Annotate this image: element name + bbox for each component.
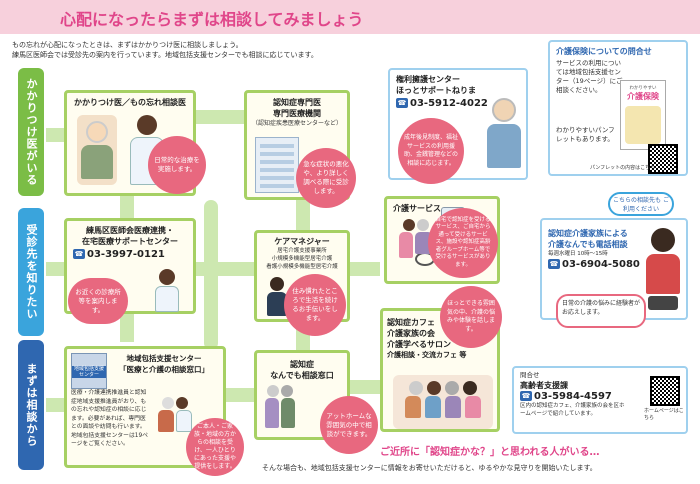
cafe-line-1: 介護家族の会 bbox=[387, 329, 435, 338]
kaigoservice-bubble: 自宅で認知症を受けるサービス、ご自宅から通って受けるサービス、施設や認知症高齢者… bbox=[428, 208, 498, 278]
arrow-connector bbox=[225, 388, 260, 402]
specialist-note: （認知症疾患医療センターなど） bbox=[251, 120, 342, 127]
patient-illustration bbox=[77, 115, 117, 185]
arrow-connector bbox=[120, 196, 134, 218]
houkatsu-building-illustration: 地域包括支援センター bbox=[71, 353, 107, 389]
insurance-pamphlet-caption: パンフレットの内容はこちら bbox=[590, 165, 656, 171]
neighbor-concern-title: ご近所に「認知症かな？」と思われる人がいる… bbox=[380, 447, 600, 458]
intro-line-2: 練馬区医師会では受診先の案内を行っています。地域包括支援センターでも相談に応じて… bbox=[12, 51, 318, 59]
arrow-connector bbox=[196, 110, 246, 124]
header-band bbox=[0, 0, 700, 34]
pamphlet-small-text: わかりやすい bbox=[629, 86, 657, 91]
kaigoservice-title: 介護サービス bbox=[393, 204, 441, 213]
houkatsu-subtitle: 「医療と介護の相談窓口」 bbox=[119, 365, 209, 374]
hospital-illustration bbox=[255, 137, 299, 193]
koureisha-label: 問合せ bbox=[520, 371, 540, 379]
kenri-phone-number: 03-5912-4022 bbox=[410, 98, 488, 109]
arrow-connector bbox=[204, 200, 218, 350]
caremanager-bubble: 住み慣れたところで生活を続けるお手伝いをします。 bbox=[284, 274, 346, 336]
kenri-title: 権利擁護センター bbox=[396, 75, 460, 84]
nandemo-title: 認知症 bbox=[290, 360, 314, 369]
caremanager-illustration bbox=[263, 277, 291, 319]
medassoc-phone-number: 03-3997-0121 bbox=[87, 249, 165, 260]
pamphlet-title: 介護保険 bbox=[627, 92, 659, 101]
specialist-subtitle: 専門医療機関 bbox=[273, 109, 321, 118]
doctor-box: かかりつけ医／もの忘れ相談医 bbox=[64, 90, 196, 196]
specialist-title: 認知症専門医 bbox=[273, 98, 321, 107]
koureisha-text: 区内の認知症カフェ、介護家族の会を区ホームページで紹介しています。 bbox=[520, 403, 625, 417]
cafe-bubble: ほっとできる雰囲気の中、介護の悩みや体験を話します。 bbox=[440, 286, 502, 348]
phone-icon: ☎ bbox=[520, 391, 532, 401]
caremanager-title: ケアマネジャー bbox=[274, 237, 330, 246]
phoneline-hours: 毎週水曜日 10時～15時 bbox=[548, 251, 608, 257]
nandemo-bubble: アットホームな雰囲気の中で相談ができます。 bbox=[320, 396, 378, 454]
couple-illustration bbox=[261, 385, 299, 435]
phoneline-badge: こちらの相談先も ご利用ください bbox=[608, 192, 674, 216]
arrow-connector bbox=[46, 128, 66, 142]
medassoc-bubble: お近くの診療所等を案内します。 bbox=[68, 278, 128, 324]
arrow-connector bbox=[120, 312, 134, 342]
houkatsu-sign: 地域包括支援センター bbox=[72, 366, 106, 378]
phone-icon: ☎ bbox=[396, 98, 408, 108]
insurance-title: 介護保険についての問合せ bbox=[556, 47, 652, 56]
pamphlet-image: わかりやすい 介護保険 bbox=[620, 80, 666, 150]
caremanager-line-3: 看護小規模多機能型居宅介護 bbox=[266, 264, 338, 270]
houkatsu-title: 地域包括支援センター bbox=[126, 354, 202, 363]
phoneline-bubble: 日常の介護の悩みに経験者がお応えします。 bbox=[556, 294, 646, 328]
phoneline-title: 認知症介護家族による bbox=[548, 229, 628, 238]
arrow-connector bbox=[350, 380, 380, 394]
arrow-connector bbox=[46, 262, 66, 276]
koureisha-box: 問合せ 高齢者支援課 ☎03-5984-4597 区内の認知症カフェ、介護家族の… bbox=[512, 366, 688, 434]
intro-line-1: もの忘れが心配になったときは、まずはかかりつけ医に相談しましょう。 bbox=[12, 41, 243, 49]
houkatsu-text: 医療・介護連携推進員と認知症地域支援推進員がおり、もの忘れや認知症の相談に応じま… bbox=[71, 390, 148, 447]
cafe-line-3: 介護相談・交流カフェ 等 bbox=[387, 351, 467, 359]
insurance-box: 介護保険についての問合せ サービスの利用については地域包括支援センター（19ペー… bbox=[548, 40, 688, 176]
koureisha-qr-code[interactable] bbox=[650, 376, 680, 406]
koureisha-phone-number: 03-5984-4597 bbox=[534, 391, 612, 402]
intro-text: もの忘れが心配になったときは、まずはかかりつけ医に相談しましょう。 練馬区医師会… bbox=[12, 40, 318, 60]
arrow-connector bbox=[350, 262, 380, 276]
cafe-box: 認知症カフェ 介護家族の会 介護学べるサロン 介護相談・交流カフェ 等 bbox=[380, 308, 500, 432]
kenri-title-2: ほっとサポートねりま bbox=[396, 86, 476, 95]
neighbor-concern-note: そんな場合も、地域包括支援センターに情報をお寄せいただけると、ゆるやかな見守りを… bbox=[262, 464, 597, 472]
kenri-bubble: 成年後見制度、福祉サービスの利用援助、金銭管理などの相談に応じます。 bbox=[398, 118, 464, 184]
doctor-title: かかりつけ医／もの忘れ相談医 bbox=[73, 98, 187, 107]
koureisha-hp-note: ホームページはこちら bbox=[644, 408, 684, 421]
elderly-man-illustration bbox=[484, 98, 524, 174]
cafe-line-2: 介護学べるサロン bbox=[387, 340, 451, 349]
koureisha-title: 高齢者支援課 bbox=[520, 381, 568, 390]
nandemo-title-2: なんでも相談窓口 bbox=[270, 371, 334, 380]
medassoc-phone[interactable]: ☎03-3997-0121 bbox=[73, 249, 193, 260]
side-tab-find-clinic: 受診先を知りたい bbox=[18, 208, 44, 336]
medassoc-title: 練馬区医師会医療連携・ bbox=[86, 226, 174, 235]
cafe-title: 認知症カフェ bbox=[387, 318, 435, 327]
phoneline-phone-number: 03-6904-5080 bbox=[562, 259, 640, 270]
caremanager-line-1: 居宅介護支援事業所 bbox=[277, 248, 327, 254]
insurance-pamphlet-note: わかりやすいパンフレットもあります。 bbox=[556, 126, 615, 143]
page-title: 心配になったらまずは相談してみましょう bbox=[60, 10, 364, 29]
insurance-qr-code[interactable] bbox=[648, 144, 678, 174]
phoneline-title-2: 介護なんでも電話相談 bbox=[548, 240, 628, 249]
arrow-connector bbox=[296, 200, 310, 230]
phone-icon: ☎ bbox=[73, 249, 85, 259]
medassoc-title-2: 在宅医療サポートセンター bbox=[82, 237, 178, 246]
phone-operator-illustration bbox=[642, 228, 684, 316]
kenri-phone[interactable]: ☎03-5912-4022 bbox=[396, 98, 526, 109]
side-tab-consult-first: まずは相談から bbox=[18, 340, 44, 470]
houkatsu-bubble: ご本人・ご家族・地域の方からの相談を受け、一人ひとりにあった支援や提供をします。 bbox=[186, 418, 244, 476]
side-tab-has-doctor: かかりつけ医がいる bbox=[18, 68, 44, 196]
cafe-group-illustration bbox=[393, 375, 493, 429]
family-illustration bbox=[155, 397, 195, 439]
doctor-bubble: 日常的な治療を実施します。 bbox=[148, 136, 206, 194]
staff-illustration bbox=[147, 269, 187, 313]
caremanager-line-2: 小規模多機能型居宅介護 bbox=[271, 256, 333, 262]
phone-icon: ☎ bbox=[548, 259, 560, 269]
insurance-text: サービスの利用については地域包括支援センター（19ページ）にご相談ください。 bbox=[556, 59, 623, 94]
specialist-bubble: 急な症状の悪化や、より詳しく調べる際に受診します。 bbox=[296, 148, 356, 208]
arrow-connector bbox=[46, 398, 66, 412]
koureisha-phone[interactable]: ☎03-5984-4597 bbox=[520, 391, 686, 402]
phoneline-phone[interactable]: ☎03-6904-5080 bbox=[548, 259, 686, 270]
